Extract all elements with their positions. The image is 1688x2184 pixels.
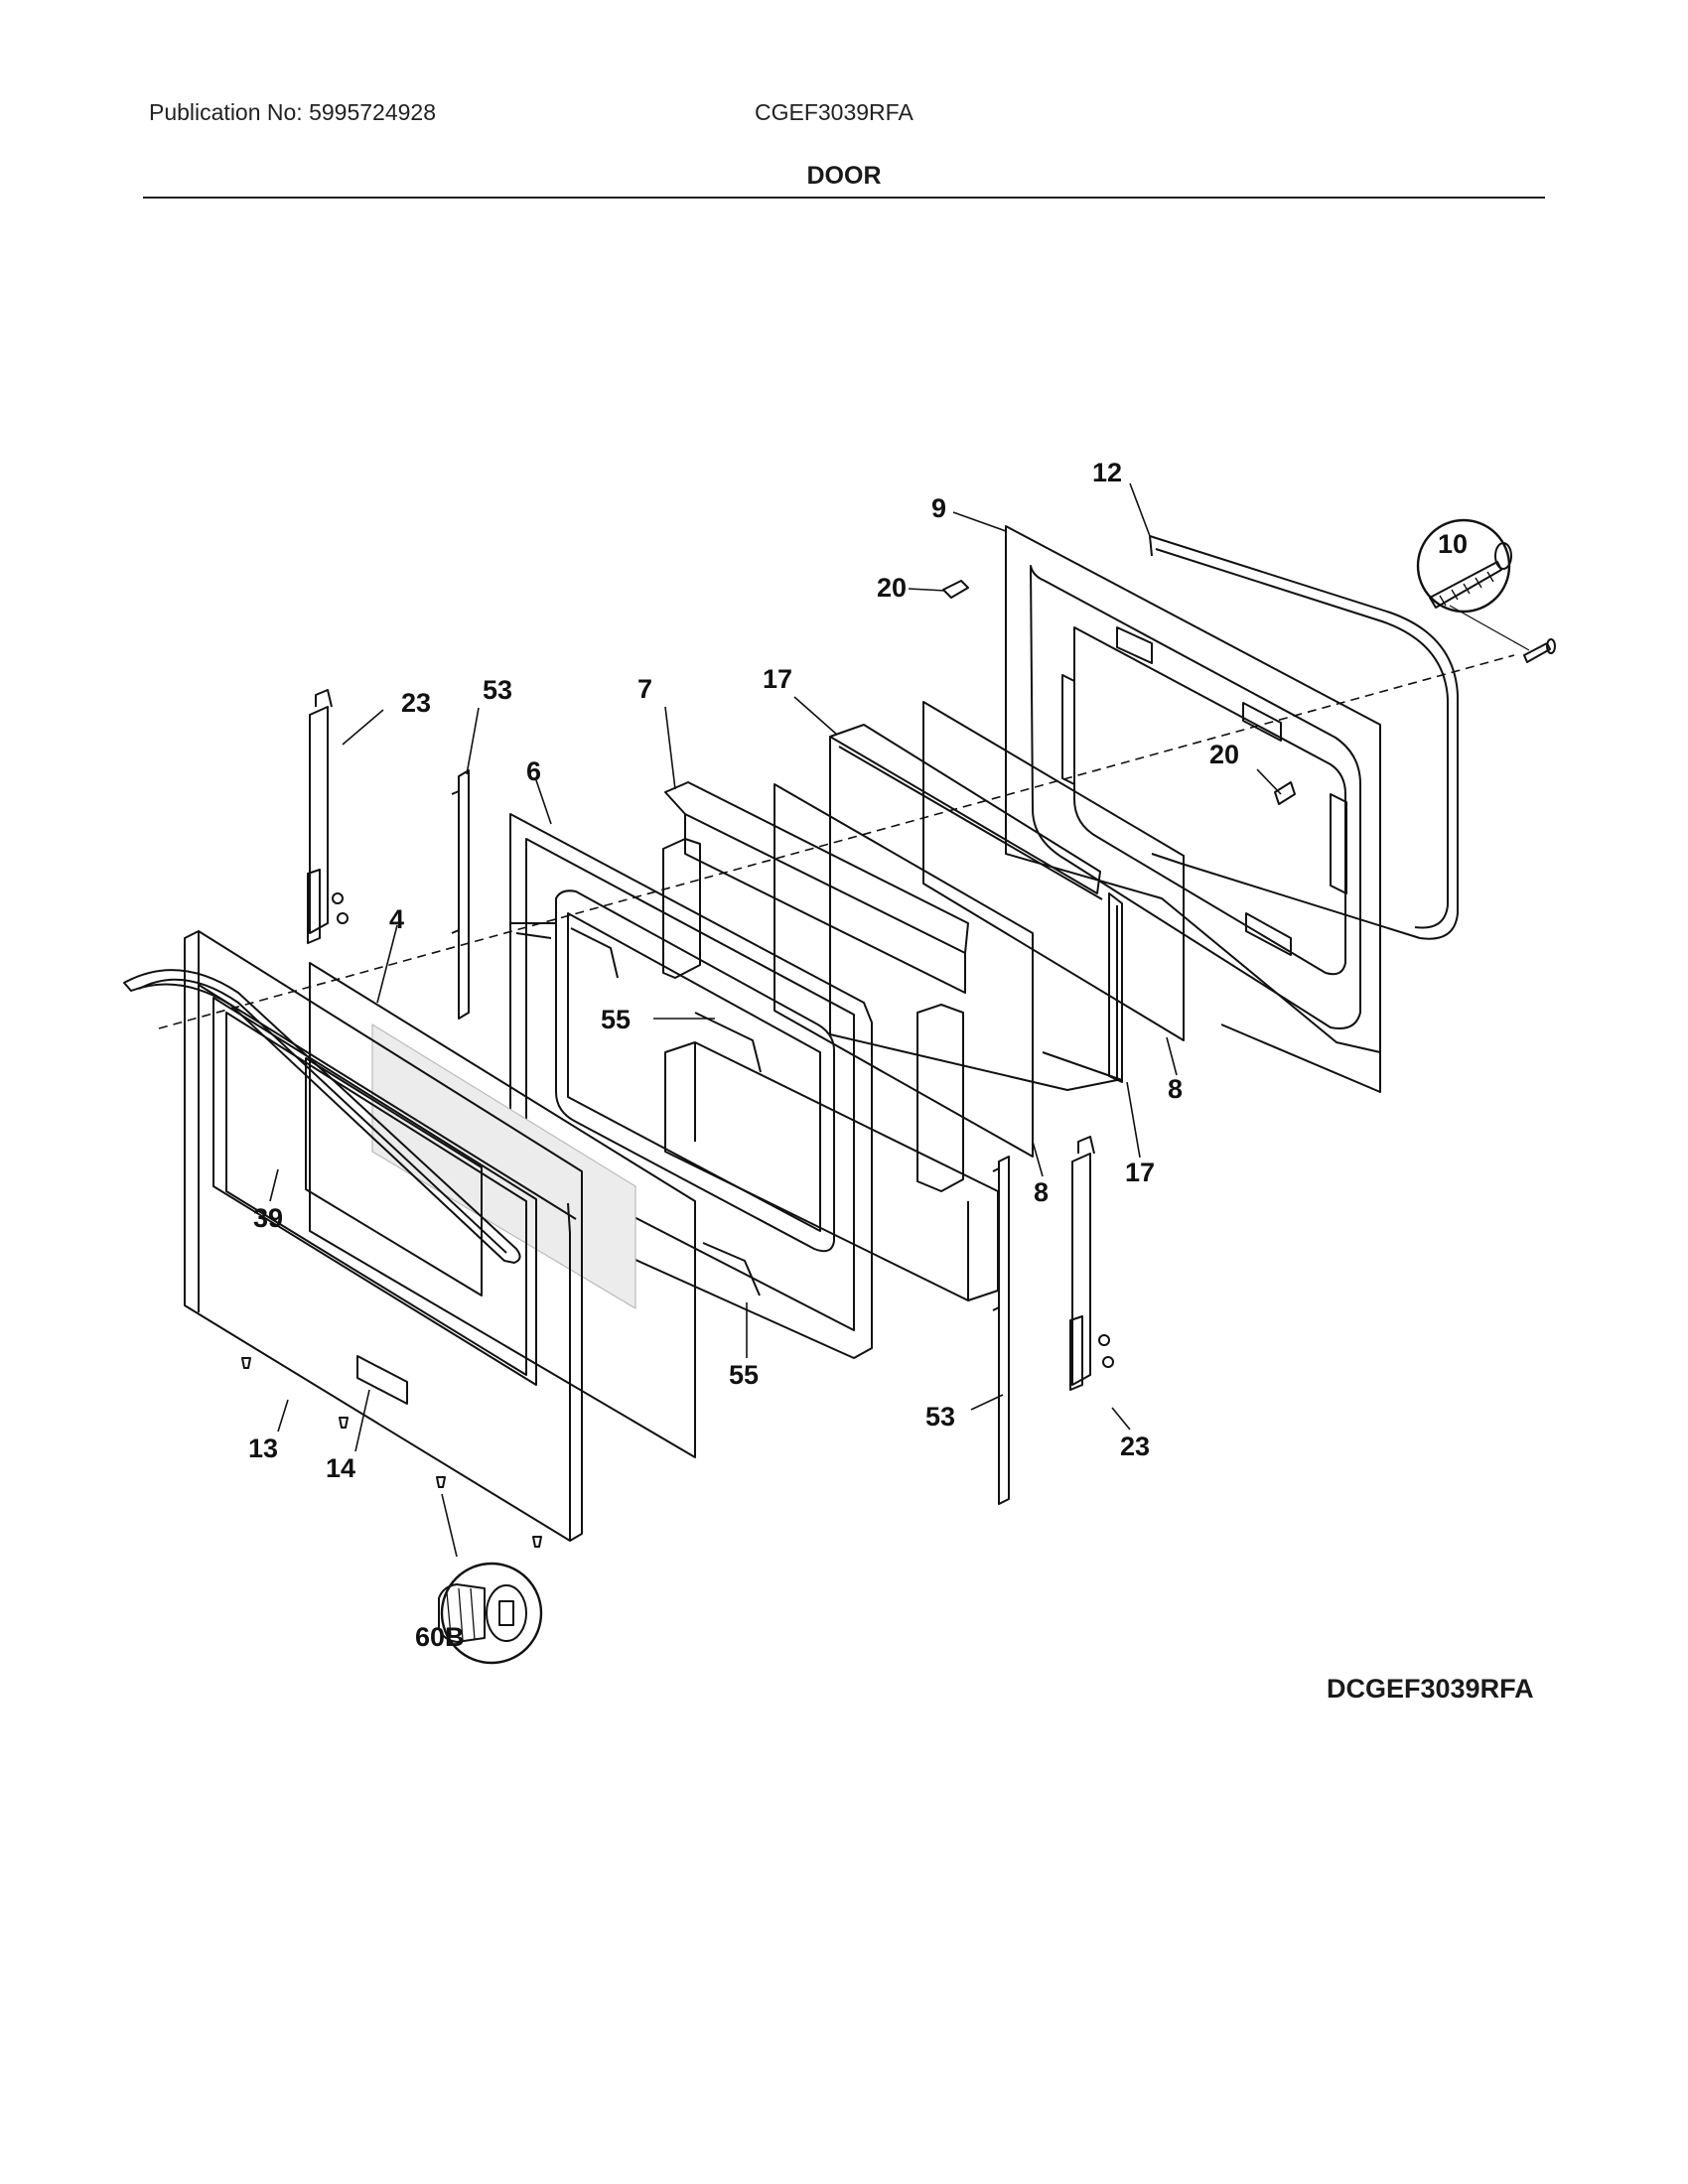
model-number: CGEF3039RFA [755,99,914,125]
publication-number: Publication No: 5995724928 [149,99,437,125]
assembly-axis-line [158,654,1515,1029]
glass-frame-part-17 [829,724,1123,1091]
callout-10: 10 [1438,529,1468,559]
rear-glass-part-8 [922,701,1185,1041]
diagram-code: DCGEF3039RFA [1327,1674,1534,1704]
callout-55-lower: 55 [729,1360,759,1390]
middle-glass-part-8 [774,783,1034,1158]
callout-8-right: 8 [1168,1074,1183,1104]
door-liner-part-12 [1149,535,1459,940]
callout-9: 9 [931,493,946,523]
section-title: DOOR [806,162,882,190]
callout-23-left: 23 [401,688,431,718]
callout-23-right: 23 [1120,1432,1150,1461]
door-channel-part-53-right [992,1156,1010,1505]
callout-7: 7 [637,674,652,704]
callout-12: 12 [1092,458,1122,487]
callout-55-upper: 55 [601,1005,631,1034]
callout-14: 14 [326,1453,355,1483]
clip-part-20-upper [942,580,969,599]
callout-39: 39 [253,1203,283,1233]
callout-20-upper: 20 [877,573,907,603]
clip-part-20-lower [1274,781,1296,805]
callout-20-lower: 20 [1209,740,1239,769]
hinge-part-23-left [307,689,349,944]
callout-labels: 12 9 20 10 23 53 7 17 6 20 4 55 8 39 17 … [248,458,1468,1652]
door-handle-part-39 [123,969,521,1264]
screw-part-10 [1523,638,1556,663]
callout-53-lower: 53 [925,1402,955,1432]
screw-detail-circle-part-10 [1416,518,1530,651]
window-part-14 [356,1355,408,1405]
callout-13: 13 [248,1433,278,1463]
inner-door-panel-part-9 [1005,525,1381,1093]
outer-door-part-13 [184,930,583,1542]
screws-part-60B [241,1357,542,1548]
callout-17-upper: 17 [763,664,792,694]
callout-53-upper: 53 [483,675,512,705]
screw-detail-circle-part-60B [438,1562,543,1665]
callout-60B: 60B [415,1622,465,1652]
callout-6: 6 [526,756,541,786]
callout-4: 4 [389,904,404,934]
door-channel-part-53-left [451,769,470,1020]
callout-8-left: 8 [1034,1177,1049,1207]
callout-leader-lines [269,482,1282,1558]
header-divider [143,197,1545,199]
callout-17-lower: 17 [1125,1158,1155,1187]
hinge-part-23-right [1069,1136,1114,1391]
inner-panel-part-6 [509,813,873,1359]
